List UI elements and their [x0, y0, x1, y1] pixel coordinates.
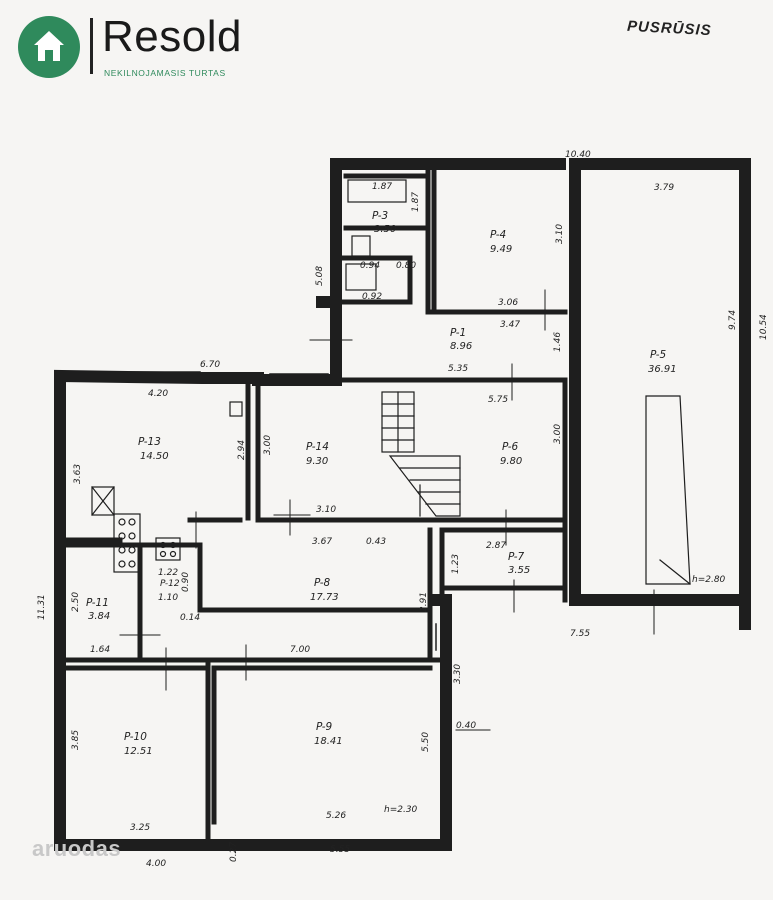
dim-label: 3.00 [553, 424, 563, 444]
room-p5-area: 36.91 [648, 364, 677, 375]
dim-label: 1.22 [158, 568, 178, 578]
dim-label: 2.91 [419, 592, 429, 612]
house-icon [18, 16, 80, 78]
room-p14-label: P-14 [306, 441, 329, 453]
room-p12-label: P-12 [160, 579, 180, 589]
room-p10-area: 12.51 [124, 746, 153, 757]
dim-label: 3.63 [73, 464, 83, 484]
room-p12-area: 1.10 [158, 593, 178, 603]
dim-label: 10.54 [759, 314, 769, 340]
room-p3-label: P-3 [372, 210, 388, 222]
brand-tagline: NEKILNOJAMASIS TURTAS [104, 68, 226, 78]
dim-label: 3.67 [312, 537, 332, 547]
room-p8-label: P-8 [314, 577, 331, 589]
room-p10-label: P-10 [124, 731, 147, 743]
room-p4-label: P-4 [490, 229, 506, 241]
watermark: aruodas [32, 836, 122, 861]
room-p14-area: 9.30 [306, 456, 328, 467]
room-p9-label: P-9 [316, 721, 333, 733]
dim-label: 2.50 [71, 592, 81, 612]
dim-label: 7.00 [290, 645, 310, 655]
room-p5-label: P-5 [650, 349, 667, 361]
dim-label: h=2.30 [384, 805, 418, 815]
dim-label: 0.27 [229, 842, 239, 862]
dim-label: 5.26 [326, 811, 346, 821]
dim-label: 3.47 [500, 320, 520, 330]
room-p1-area: 8.96 [450, 341, 472, 352]
dim-label: 0.43 [366, 537, 386, 547]
dim-label: 3.25 [130, 823, 150, 833]
room-p13-label: P-13 [138, 436, 161, 448]
dim-label: 3.85 [71, 730, 81, 750]
dim-label: h=2.80 [692, 575, 726, 585]
dim-label: 0.90 [181, 572, 191, 592]
dim-label: 0.14 [180, 613, 200, 623]
dim-label: 1.87 [372, 182, 392, 192]
fixtures [91, 179, 691, 585]
dim-label: 10.40 [565, 150, 591, 160]
windows [89, 159, 701, 850]
brand-logo: Resold NEKILNOJAMASIS TURTAS [18, 12, 268, 82]
dim-label: 3.30 [453, 664, 463, 684]
dimension-ticks [119, 289, 655, 731]
dim-label: 7.55 [570, 629, 590, 639]
dim-label: 5.50 [421, 732, 431, 752]
dim-label: 0.80 [396, 261, 416, 271]
room-p7-label: P-7 [508, 551, 525, 563]
dim-label: 3.79 [654, 183, 674, 193]
room-p9-area: 18.41 [314, 736, 343, 747]
room-p6-area: 9.80 [500, 456, 522, 467]
dim-label: 2.94 [237, 440, 247, 460]
dim-label: 5.35 [448, 364, 468, 374]
stairs [381, 391, 461, 517]
room-p11-area: 3.84 [88, 611, 110, 622]
dim-label: 1.87 [411, 192, 421, 212]
dim-label: 4.00 [146, 859, 166, 869]
room-p4-area: 9.49 [490, 244, 512, 255]
room-p3-area: 3.50 [374, 224, 396, 235]
room-labels: P-1 8.96 P-3 3.50 P-4 9.49 P-5 36.91 P-6… [86, 210, 677, 757]
dim-label: 3.00 [263, 435, 273, 455]
logo-divider [90, 18, 93, 74]
dim-label: 11.31 [37, 594, 47, 620]
dim-label: 0.92 [362, 292, 382, 302]
dim-label: 5.55 [330, 845, 350, 855]
inner-walls [61, 169, 568, 843]
dim-label: 2.87 [486, 541, 506, 551]
room-p7-area: 3.55 [508, 565, 530, 576]
room-p6-label: P-6 [502, 441, 519, 453]
dim-label: 3.06 [498, 298, 518, 308]
room-p1-label: P-1 [450, 327, 466, 339]
dim-label: 0.94 [360, 261, 380, 271]
dim-label: 4.20 [148, 389, 168, 399]
dim-label: 1.46 [553, 332, 563, 352]
brand-name: Resold [102, 12, 242, 61]
dim-label: 3.10 [555, 224, 565, 244]
room-p11-label: P-11 [86, 597, 109, 609]
room-p13-area: 14.50 [140, 451, 169, 462]
dim-label: 9.74 [728, 310, 738, 330]
dim-label: 5.75 [488, 395, 508, 405]
dim-label: 3.10 [316, 505, 336, 515]
dim-label: 1.23 [451, 554, 461, 574]
dimension-labels: 10.40 3.79 10.54 9.74 1.87 1.87 3.10 3.0… [37, 150, 769, 869]
dim-label: 1.64 [90, 645, 110, 655]
dim-label: 6.70 [200, 360, 220, 370]
dim-label: 0.40 [456, 721, 476, 731]
room-p8-area: 17.73 [310, 592, 339, 603]
dim-label: 5.08 [315, 266, 325, 286]
